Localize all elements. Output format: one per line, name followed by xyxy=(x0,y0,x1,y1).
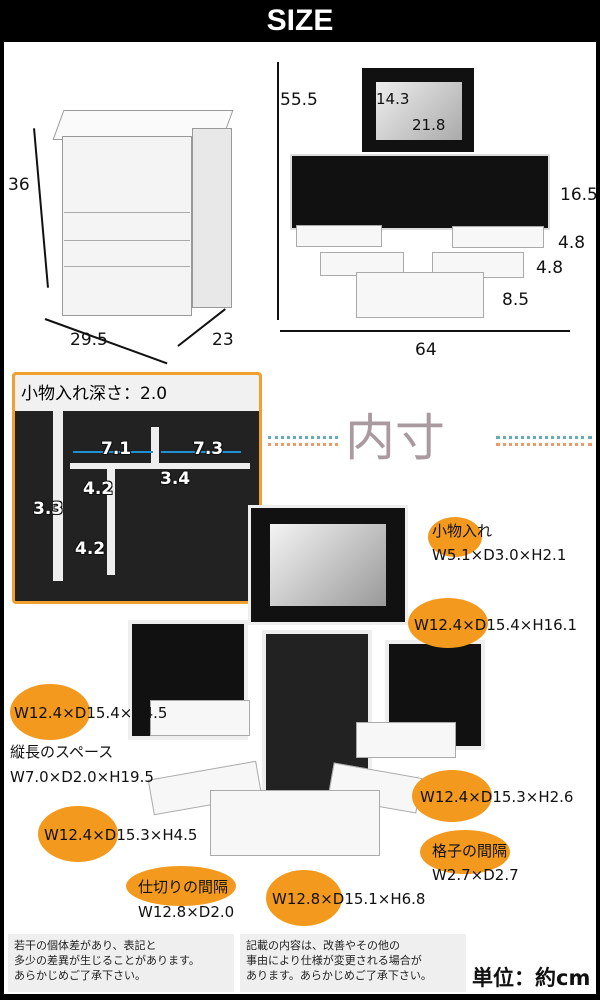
depth-label: 23 xyxy=(212,330,234,350)
callout-name: 縦長のスペース xyxy=(10,743,114,761)
callout-size: W12.8×D2.0 xyxy=(138,903,235,921)
dim-label: 3.4 xyxy=(160,469,191,489)
dim-label: 7.3 xyxy=(193,439,224,459)
callout-size: W12.4×D15.3×H4.5 xyxy=(44,826,198,844)
callout-size: W12.8×D15.1×H6.8 xyxy=(272,890,426,908)
callout-name: 小物入れ xyxy=(432,522,493,540)
small-compartment-inset: 小物入れ深さ：2.0 7.1 7.3 3.4 4.2 3.3 4.2 xyxy=(12,372,262,604)
dim-label: 4.2 xyxy=(75,539,106,559)
height-label: 36 xyxy=(8,175,30,195)
dim-label: 3.3 xyxy=(33,499,64,519)
total-height-label: 55.5 xyxy=(280,90,318,110)
inner-size-heading: 内寸 xyxy=(345,409,445,467)
dim-label: 4.2 xyxy=(83,479,114,499)
drawer1-label: 4.8 xyxy=(558,233,586,253)
inset-title: 小物入れ深さ：2.0 xyxy=(21,384,168,404)
callout-size: W7.0×D2.0×H19.5 xyxy=(10,768,154,786)
callout-size: W12.4×D15.3×H2.6 xyxy=(420,788,574,806)
unit-label: 単位：約cm xyxy=(472,966,591,990)
callout-size: W2.7×D2.7 xyxy=(432,866,519,884)
total-width-label: 64 xyxy=(415,340,437,360)
drawer2-label: 4.8 xyxy=(536,258,564,278)
note-spec-change: 記載の内容は、改善やその他の事由により仕様が変更される場合があります。あらかじめ… xyxy=(240,934,466,992)
callout-size: W12.4×D15.4×H4.5 xyxy=(14,704,168,722)
page-title: SIZE xyxy=(266,4,334,37)
note-variation: 若干の個体差があり、表記と多少の差異が生じることがあります。あらかじめご了承下さ… xyxy=(8,934,234,992)
mirror-height-label: 14.3 xyxy=(376,90,410,108)
base-label: 8.5 xyxy=(502,290,530,310)
mirror-width-label: 21.8 xyxy=(412,116,446,134)
width-label: 29.5 xyxy=(70,330,108,350)
dim-label: 7.1 xyxy=(101,439,132,459)
callout-name: 仕切りの間隔 xyxy=(138,878,229,896)
callout-size: W12.4×D15.4×H16.1 xyxy=(414,616,577,634)
callout-name: 格子の間隔 xyxy=(432,842,508,860)
side-height-label: 16.5 xyxy=(560,185,598,205)
callout-size: W5.1×D3.0×H2.1 xyxy=(432,546,567,564)
